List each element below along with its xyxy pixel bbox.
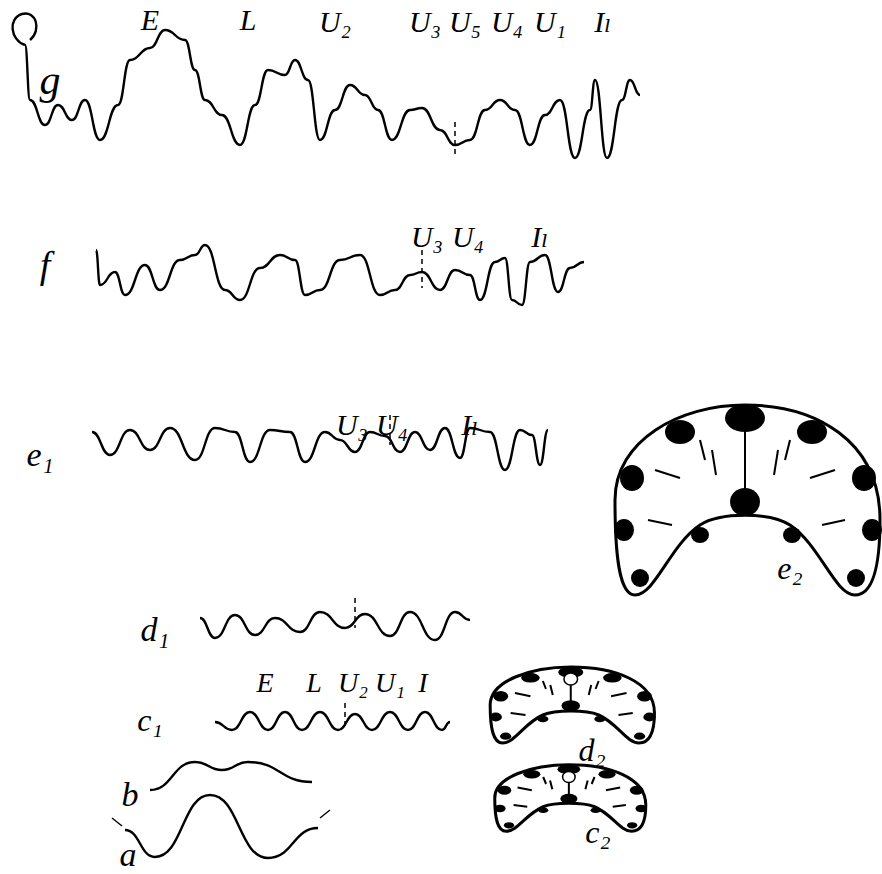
lobe-label: U₄ xyxy=(452,222,484,252)
suture-e1 xyxy=(92,428,548,470)
stage-letter: c₂ xyxy=(585,816,610,848)
lobe-label: U₂ xyxy=(338,669,368,697)
lobe-label: Iₗ xyxy=(531,222,548,252)
lobe-label: U₃ xyxy=(336,410,368,440)
cross-section-e2 xyxy=(614,404,882,595)
lobe-label: L xyxy=(306,669,322,697)
lobe-label: E xyxy=(141,5,159,35)
stage-letter: e₂ xyxy=(777,552,802,584)
suture-f xyxy=(96,245,584,305)
lobe-label: L xyxy=(240,5,257,35)
stage-letter: a xyxy=(120,838,137,872)
lobe-label: U₂ xyxy=(319,7,351,37)
lobe-label: Iₗ xyxy=(461,410,478,440)
lobe-label: U₃ xyxy=(409,7,441,37)
lobe-label: Iₗ xyxy=(594,7,611,37)
lobe-label: U₃ xyxy=(411,222,443,252)
stage-letter: g xyxy=(40,59,61,101)
stage-letter: b xyxy=(122,778,139,812)
lobe-label: I xyxy=(418,669,427,697)
cross-section-c2 xyxy=(494,764,647,831)
stage-letter: d₂ xyxy=(578,734,605,766)
lobe-label: U₄ xyxy=(491,7,523,37)
suture-b xyxy=(150,762,312,790)
lobe-label: U₅ xyxy=(449,7,481,37)
suture-c1 xyxy=(215,712,450,730)
lobe-label: U₁ xyxy=(375,669,405,697)
stage-letter: d₁ xyxy=(141,613,170,647)
suture-g-end xyxy=(13,13,37,45)
suture-d1 xyxy=(200,612,470,640)
cross-section-d2 xyxy=(490,667,656,743)
stage-letter: f xyxy=(40,246,51,284)
lobe-label: E xyxy=(256,669,273,697)
stage-letter: c₁ xyxy=(137,704,162,736)
median-ticks xyxy=(112,122,455,826)
stage-letter: e₁ xyxy=(27,438,54,472)
suture-a xyxy=(125,795,318,858)
suture-g xyxy=(25,30,640,158)
lobe-label: U₄ xyxy=(376,410,408,440)
lobe-label: U₁ xyxy=(534,7,566,37)
